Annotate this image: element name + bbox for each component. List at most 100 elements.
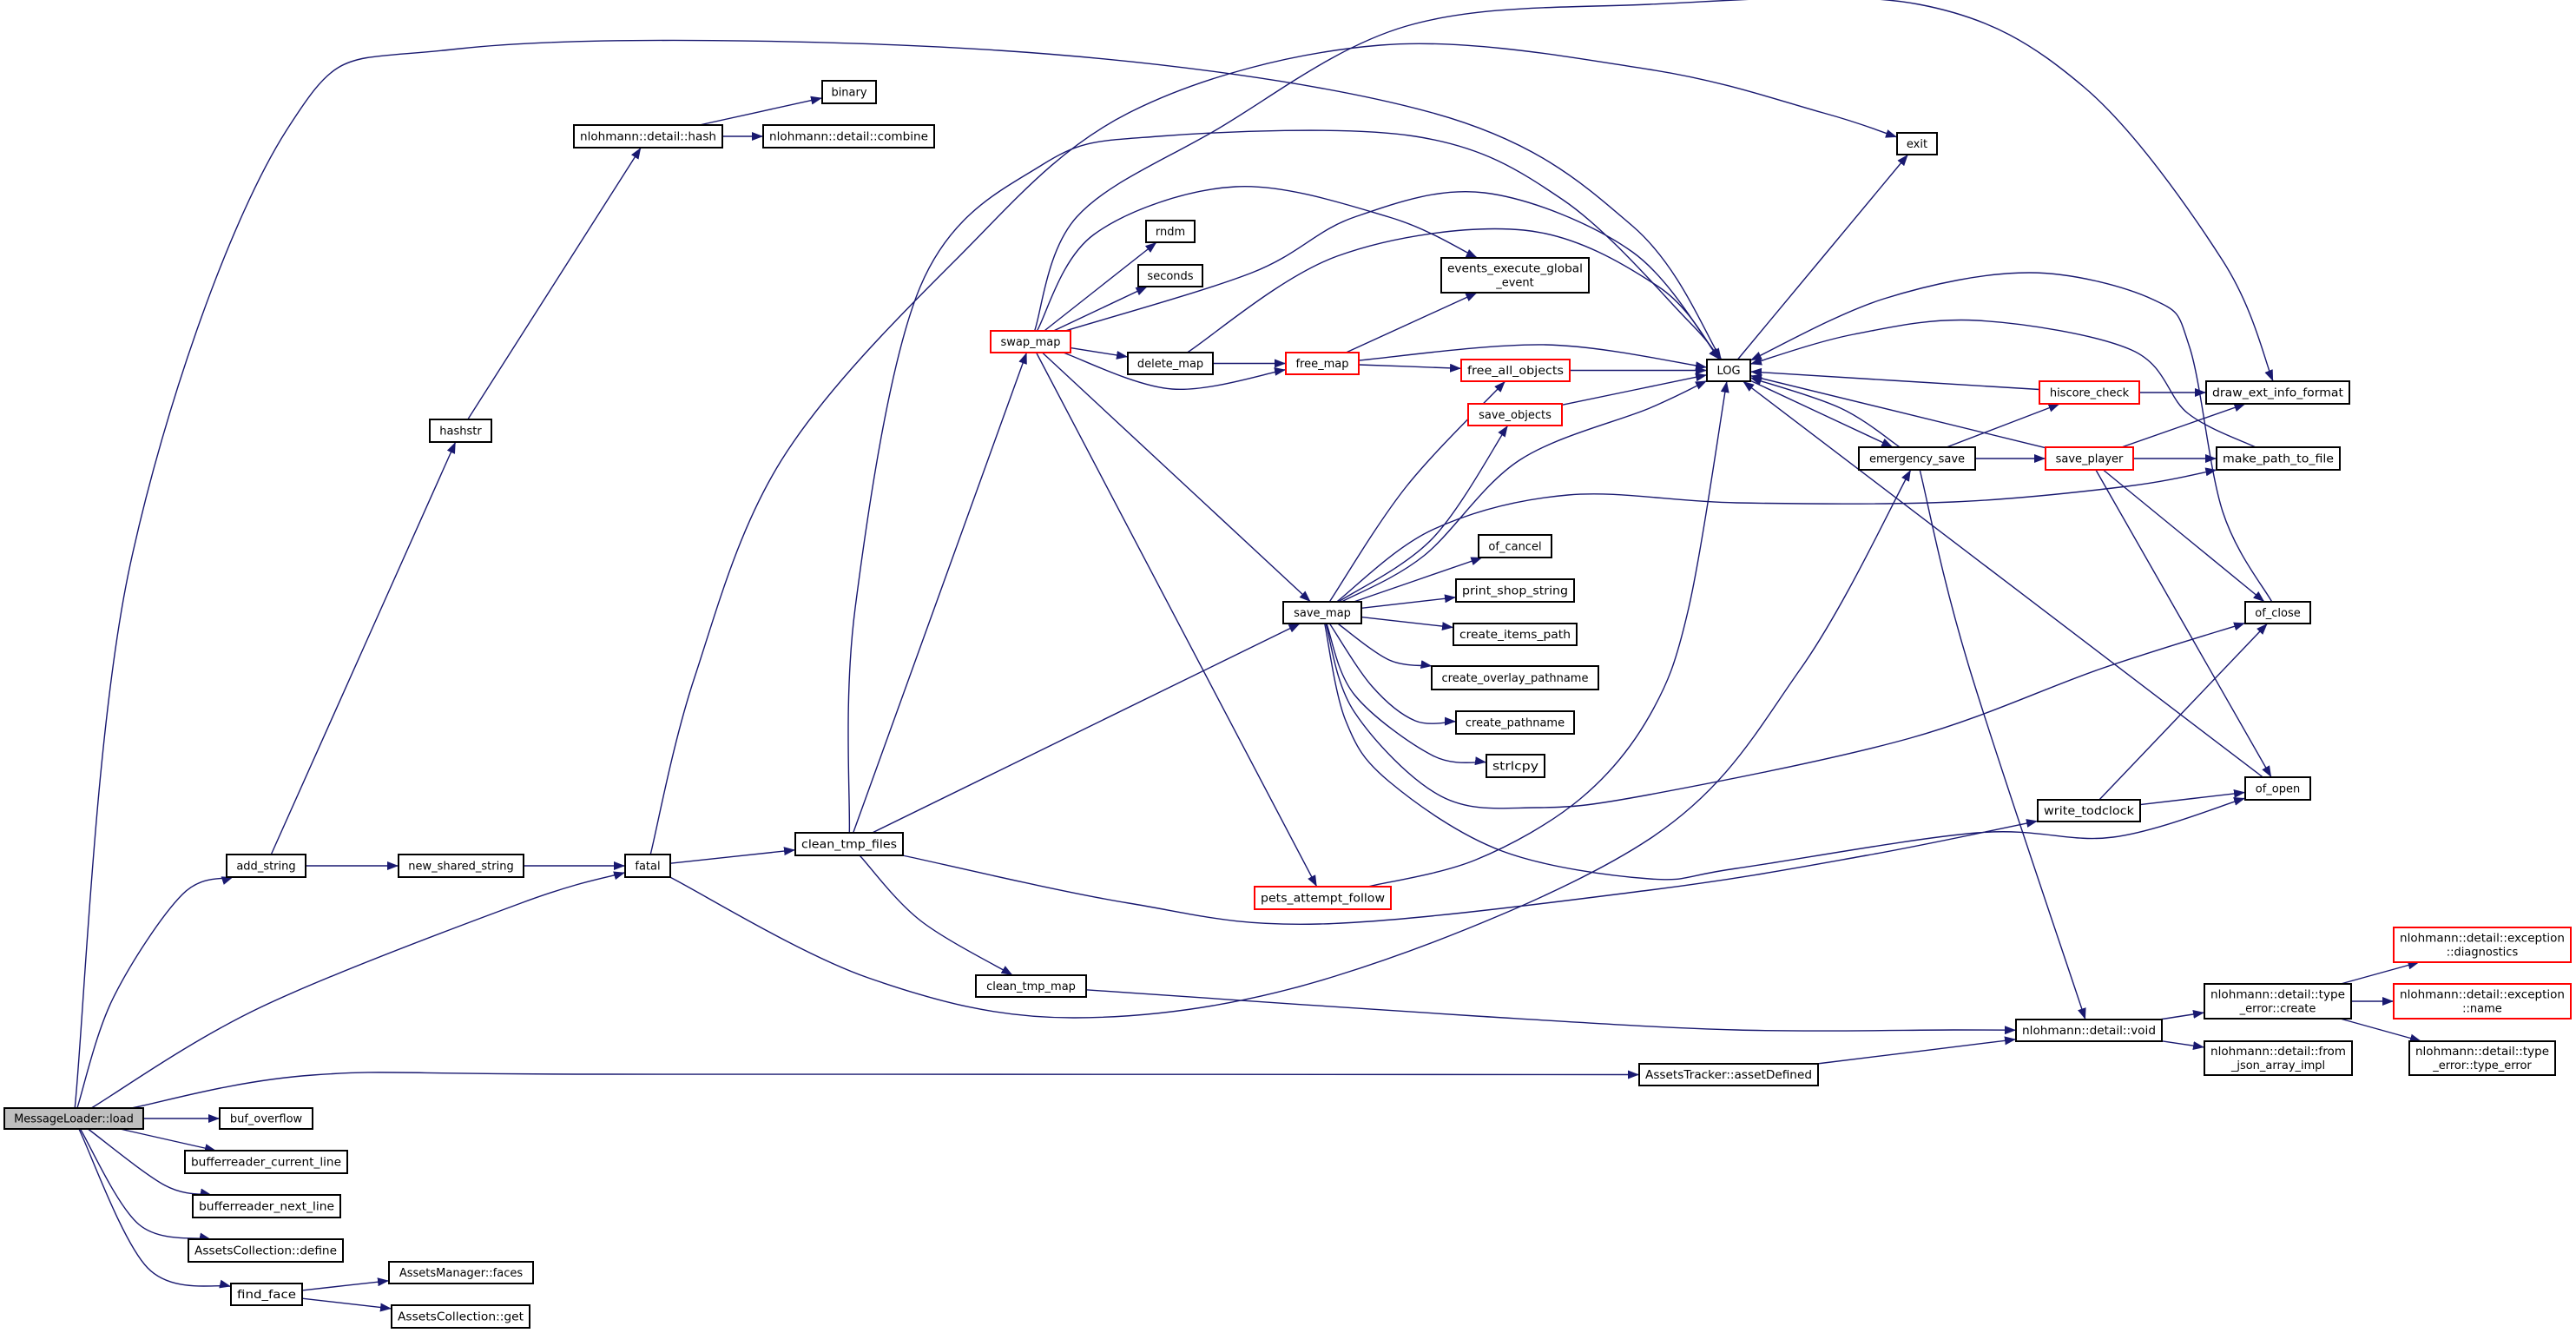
node-label: _error::type_error xyxy=(2432,1059,2532,1072)
graph-node[interactable]: write_todclock xyxy=(2037,799,2141,822)
graph-node[interactable]: bufferreader_current_line xyxy=(184,1150,348,1174)
graph-node[interactable]: hiscore_check xyxy=(2039,380,2140,405)
node-box xyxy=(398,854,524,878)
graph-node[interactable]: seconds xyxy=(1137,264,1203,287)
graph-node[interactable]: clean_tmp_map xyxy=(975,974,1087,998)
graph-node[interactable]: nlohmann::detail::void xyxy=(2015,1019,2163,1042)
graph-node[interactable]: events_execute_global_event xyxy=(1440,257,1590,294)
call-edge xyxy=(859,855,1013,976)
node-label: hashstr xyxy=(439,426,482,439)
node-label: nlohmann::detail::type xyxy=(2415,1046,2549,1059)
graph-node[interactable]: create_pathname xyxy=(1455,710,1575,735)
node-box xyxy=(192,1194,341,1218)
graph-node[interactable]: AssetsManager::faces xyxy=(388,1261,534,1284)
node-box xyxy=(1455,710,1575,735)
node-label: nlohmann::detail::combine xyxy=(769,131,928,144)
graph-node[interactable]: AssetsCollection::get xyxy=(391,1304,530,1329)
graph-node[interactable]: nlohmann::detail::exception::name xyxy=(2393,983,2572,1020)
graph-node[interactable]: new_shared_string xyxy=(398,854,524,878)
graph-node[interactable]: nlohmann::detail::type_error::type_error xyxy=(2408,1040,2556,1076)
graph-node[interactable]: create_items_path xyxy=(1453,623,1578,646)
graph-node[interactable]: pets_attempt_follow xyxy=(1254,886,1392,910)
graph-node[interactable]: make_path_to_file xyxy=(2216,446,2341,471)
call-edge xyxy=(1749,367,2040,391)
node-label: clean_tmp_map xyxy=(986,980,1076,993)
node-box xyxy=(429,419,492,443)
node-label: delete_map xyxy=(1137,358,1203,371)
graph-node[interactable]: print_shop_string xyxy=(1455,578,1575,603)
graph-node[interactable]: strlcpy xyxy=(1486,754,1545,778)
node-label: buf_overflow xyxy=(230,1113,303,1126)
call-edge xyxy=(1325,622,2246,809)
node-box xyxy=(2216,446,2341,471)
call-edge xyxy=(1070,346,1129,360)
node-label: AssetsCollection::define xyxy=(194,1245,337,1258)
graph-node[interactable]: hashstr xyxy=(429,419,492,443)
graph-node[interactable]: of_close xyxy=(2244,601,2311,624)
call-edge xyxy=(1736,154,1909,360)
graph-node[interactable]: AssetsTracker::assetDefined xyxy=(1638,1063,1819,1086)
graph-node[interactable]: free_all_objects xyxy=(1460,359,1571,382)
graph-node[interactable]: AssetsCollection::define xyxy=(188,1238,344,1263)
call-edge xyxy=(2159,1009,2205,1020)
graph-node[interactable]: nlohmann::detail::exception::diagnostics xyxy=(2393,927,2572,963)
node-box xyxy=(1127,352,1214,375)
graph-node[interactable]: binary xyxy=(821,80,877,104)
call-edge xyxy=(1358,363,1462,373)
graph-node[interactable]: rndm xyxy=(1145,220,1196,243)
graph-node-root[interactable]: MessageLoader::load xyxy=(3,1107,144,1130)
node-box xyxy=(388,1261,534,1284)
graph-node[interactable]: save_player xyxy=(2045,446,2134,471)
node-label: bufferreader_next_line xyxy=(199,1201,334,1214)
call-edge xyxy=(1360,594,1457,609)
graph-node[interactable]: draw_ext_info_format xyxy=(2205,380,2350,405)
node-label: free_map xyxy=(1295,358,1348,371)
graph-node[interactable]: of_open xyxy=(2244,776,2311,801)
node-label: new_shared_string xyxy=(408,861,513,874)
node-box xyxy=(2204,1040,2353,1076)
call-edge xyxy=(2121,403,2246,448)
call-edge xyxy=(1033,0,2274,382)
call-edge xyxy=(78,1128,232,1289)
node-box xyxy=(990,330,1071,353)
graph-node[interactable]: emergency_save xyxy=(1858,446,1976,471)
node-label: AssetsManager::faces xyxy=(399,1267,524,1280)
node-label: nlohmann::detail::exception xyxy=(2400,933,2565,946)
node-label: seconds xyxy=(1147,270,1193,283)
graph-node[interactable]: create_overlay_pathname xyxy=(1431,665,1599,690)
graph-node[interactable]: exit xyxy=(1896,132,1938,155)
node-label: create_pathname xyxy=(1466,717,1565,730)
graph-node[interactable]: of_cancel xyxy=(1478,534,1552,558)
graph-node[interactable]: buf_overflow xyxy=(219,1107,313,1130)
call-edge xyxy=(1085,989,2017,1035)
call-edge xyxy=(130,1070,1640,1109)
graph-node[interactable]: fatal xyxy=(624,854,671,878)
graph-node[interactable]: add_string xyxy=(226,854,306,878)
graph-node[interactable]: swap_map xyxy=(990,330,1071,353)
call-edge xyxy=(1336,467,2217,603)
graph-node[interactable]: nlohmann::detail::hash xyxy=(573,124,723,148)
call-edge xyxy=(467,147,642,420)
call-edge xyxy=(1187,228,1721,360)
graph-node[interactable]: save_map xyxy=(1282,601,1362,624)
call-edge xyxy=(90,871,626,1109)
call-edge xyxy=(301,1297,392,1312)
graph-node[interactable]: LOG xyxy=(1706,359,1751,382)
graph-node[interactable]: nlohmann::detail::from_json_array_impl xyxy=(2204,1040,2353,1076)
graph-node[interactable]: delete_map xyxy=(1127,352,1214,375)
node-box xyxy=(975,974,1087,998)
call-edge xyxy=(1742,380,2263,778)
graph-node[interactable]: clean_tmp_files xyxy=(794,832,904,856)
node-box xyxy=(2408,1040,2556,1076)
graph-node[interactable]: nlohmann::detail::type_error::create xyxy=(2204,983,2352,1020)
graph-node[interactable]: find_face xyxy=(230,1283,303,1306)
graph-node[interactable]: free_map xyxy=(1285,352,1360,375)
node-label: save_map xyxy=(1294,607,1351,620)
node-box xyxy=(1453,623,1578,646)
node-label: nlohmann::detail::hash xyxy=(580,131,716,144)
call-edge xyxy=(1324,623,2246,881)
graph-node[interactable]: bufferreader_next_line xyxy=(192,1194,341,1218)
graph-node[interactable]: nlohmann::detail::combine xyxy=(762,124,935,148)
graph-node[interactable]: save_objects xyxy=(1467,403,1563,426)
call-edge xyxy=(1337,623,1433,670)
